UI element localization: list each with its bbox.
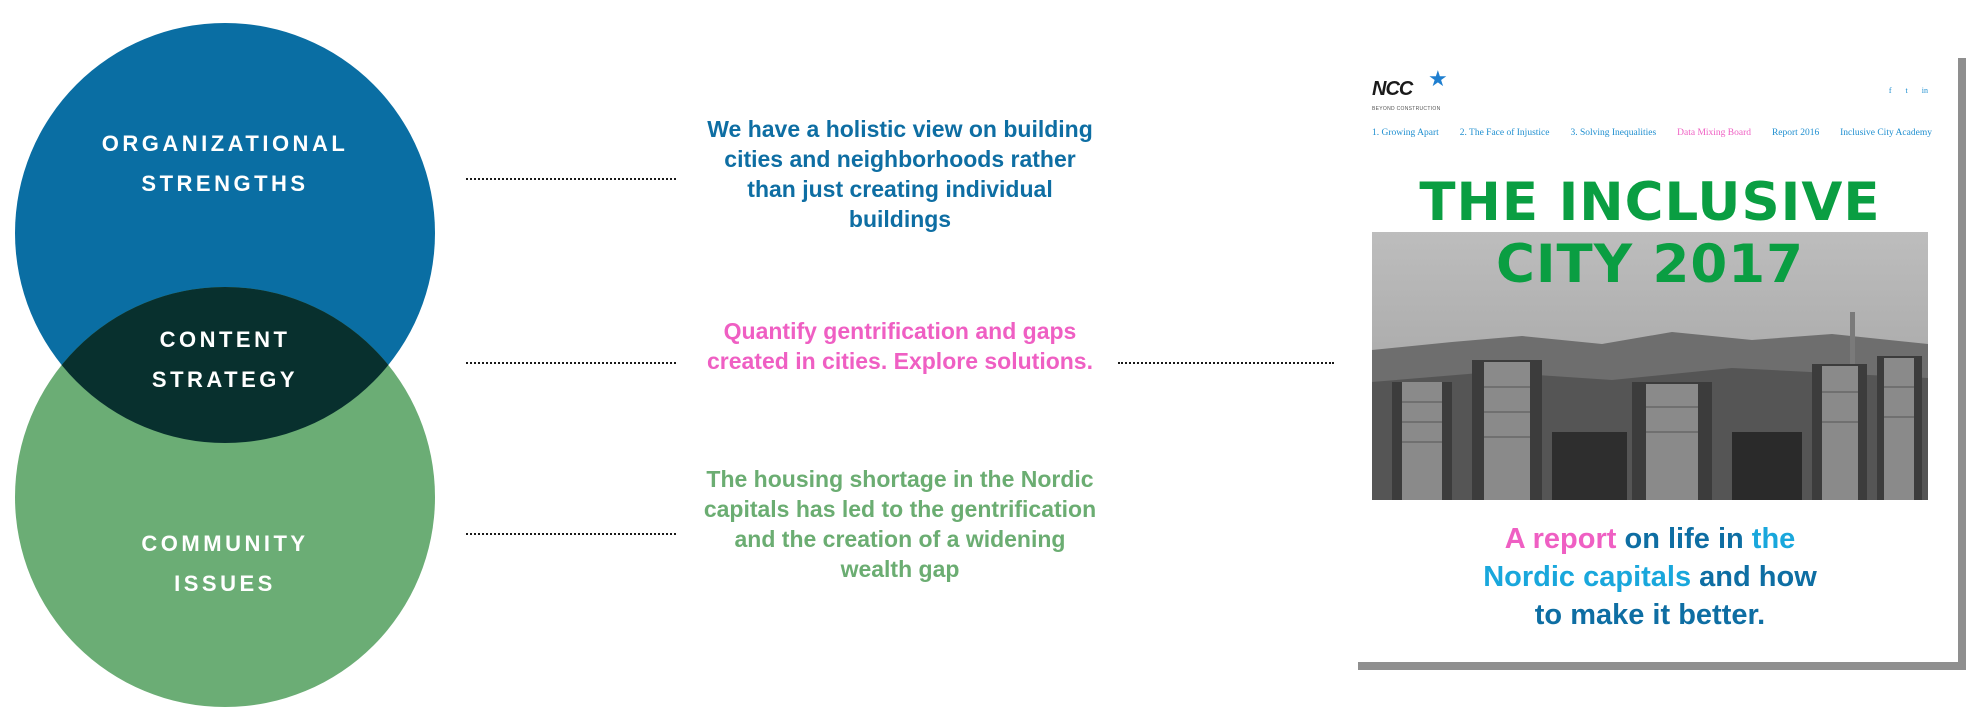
report-screenshot: NCC ★ BEYOND CONSTRUCTION f t in 1. Grow… <box>1350 50 1958 662</box>
report-nav: 1. Growing Apart 2. The Face of Injustic… <box>1372 128 1932 138</box>
report-title: THE INCLUSIVE CITY 2017 <box>1372 172 1928 296</box>
venn-label-line: STRENGTHS <box>141 171 309 196</box>
venn-label-line: COMMUNITY <box>141 531 309 556</box>
report-title-line: CITY 2017 <box>1495 234 1805 295</box>
connector-organizational <box>466 178 676 180</box>
nav-inclusive-city-academy[interactable]: Inclusive City Academy <box>1840 128 1932 138</box>
logo-text: NCC <box>1372 78 1413 100</box>
nav-solving-inequalities[interactable]: 3. Solving Inequalities <box>1570 128 1657 138</box>
connector-community <box>466 533 676 535</box>
venn-label-line: CONTENT <box>159 327 291 352</box>
subtitle-line-1: A report on life in the <box>1372 520 1928 558</box>
nav-growing-apart[interactable]: 1. Growing Apart <box>1372 128 1439 138</box>
organizational-description: We have a holistic view on building citi… <box>707 116 1093 232</box>
organizational-strengths-label: ORGANIZATIONAL STRENGTHS <box>15 124 435 204</box>
social-links: f t in <box>1889 86 1928 95</box>
nav-face-of-injustice[interactable]: 2. The Face of Injustice <box>1459 128 1550 138</box>
twitter-icon[interactable]: t <box>1905 86 1908 95</box>
community-description: The housing shortage in the Nordic capit… <box>703 466 1097 582</box>
subtitle-segment: on life in <box>1616 523 1752 555</box>
venn-label-line: STRATEGY <box>151 367 299 392</box>
venn-label-line: ORGANIZATIONAL <box>101 131 349 156</box>
subtitle-segment: and how <box>1691 561 1817 593</box>
venn-label-line: ISSUES <box>174 571 276 596</box>
subtitle-segment: Nordic capitals <box>1483 561 1692 593</box>
venn-diagram <box>15 23 435 707</box>
community-issues-label: COMMUNITY ISSUES <box>15 524 435 604</box>
subtitle-segment: A report <box>1504 523 1617 555</box>
report-title-line: THE INCLUSIVE <box>1419 172 1881 233</box>
linkedin-icon[interactable]: in <box>1921 86 1928 95</box>
logo-tagline: BEYOND CONSTRUCTION <box>1372 106 1441 112</box>
subtitle-line-3: to make it better. <box>1534 599 1766 631</box>
facebook-icon[interactable]: f <box>1888 86 1892 95</box>
content-description: Quantify gentrification and gaps created… <box>706 318 1093 374</box>
report-subtitle: A report on life in the Nordic capitals … <box>1372 520 1928 634</box>
content-strategy-label: CONTENT STRATEGY <box>15 320 435 400</box>
ncc-logo: NCC ★ BEYOND CONSTRUCTION <box>1372 66 1452 113</box>
star-icon: ★ <box>1428 66 1448 91</box>
nav-report-2016[interactable]: Report 2016 <box>1771 128 1820 138</box>
city-photo <box>1372 232 1928 500</box>
nav-data-mixing-board[interactable]: Data Mixing Board <box>1677 128 1752 138</box>
connector-report <box>1118 362 1334 364</box>
subtitle-line-2: Nordic capitals and how <box>1372 558 1928 596</box>
connector-content <box>466 362 676 364</box>
subtitle-segment: the <box>1751 523 1796 555</box>
content-strategy-overlap <box>15 287 435 443</box>
